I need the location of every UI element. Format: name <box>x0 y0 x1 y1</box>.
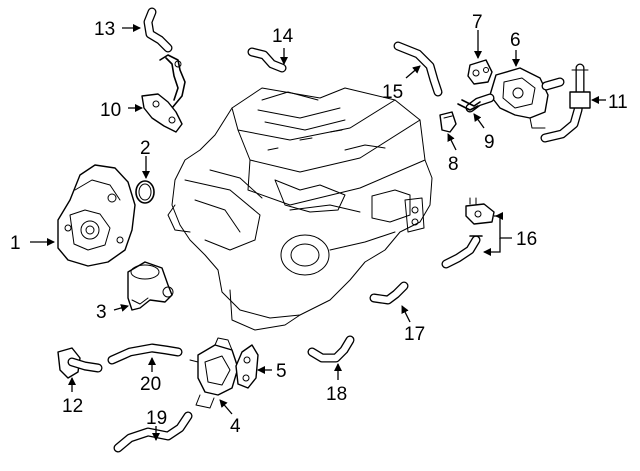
part-13-hose <box>143 7 173 53</box>
leader-16a <box>494 215 512 239</box>
leader-9 <box>473 113 485 129</box>
callout-17: 17 <box>404 324 425 345</box>
engine-assembly <box>167 87 433 331</box>
leader-lines <box>30 24 606 441</box>
part-1-water-pump <box>57 164 136 267</box>
leader-3 <box>113 304 129 312</box>
callout-1: 1 <box>10 233 21 254</box>
part-20-hose <box>107 343 183 365</box>
callout-8: 8 <box>448 154 459 175</box>
part-17-hose <box>369 281 409 305</box>
part-6-water-outlet <box>465 67 565 129</box>
part-16-valve-hose <box>441 197 495 269</box>
callout-13: 13 <box>94 19 115 40</box>
callout-9: 9 <box>484 132 495 153</box>
callout-20: 20 <box>140 374 161 395</box>
callout-19: 19 <box>146 408 167 429</box>
callout-16: 16 <box>516 229 537 250</box>
leader-15 <box>405 65 421 79</box>
part-18-hose <box>307 335 355 363</box>
callout-labels: 1 2 3 4 5 6 7 8 9 10 11 12 13 14 15 16 1… <box>10 12 628 437</box>
callout-10: 10 <box>100 100 121 121</box>
leader-4 <box>219 399 233 415</box>
part-2-gasket <box>135 180 155 204</box>
callout-6: 6 <box>510 30 521 51</box>
part-10-bypass-pipe <box>141 54 186 133</box>
part-12-hose-bracket <box>57 347 103 379</box>
callout-7: 7 <box>472 12 483 33</box>
leader-17 <box>401 305 411 323</box>
callout-11: 11 <box>608 92 628 113</box>
callout-12: 12 <box>62 396 83 417</box>
callout-15: 15 <box>382 82 403 103</box>
part-9-clip <box>457 99 481 111</box>
part-4-thermostat-housing <box>189 337 239 409</box>
callout-2: 2 <box>140 138 151 159</box>
callout-5: 5 <box>276 361 287 382</box>
callout-14: 14 <box>272 26 294 47</box>
leader-16b <box>483 238 501 256</box>
part-8-sensor <box>439 111 457 133</box>
callout-3: 3 <box>96 302 107 323</box>
part-14-hose <box>247 47 287 73</box>
leader-8 <box>447 133 457 151</box>
part-7-gasket <box>467 59 493 85</box>
part-15-hose <box>393 41 443 97</box>
callout-18: 18 <box>326 384 347 405</box>
part-5-bracket <box>235 344 259 389</box>
callout-4: 4 <box>230 416 241 437</box>
part-11-heater-pipe <box>540 63 591 143</box>
part-3-water-inlet <box>127 261 174 311</box>
